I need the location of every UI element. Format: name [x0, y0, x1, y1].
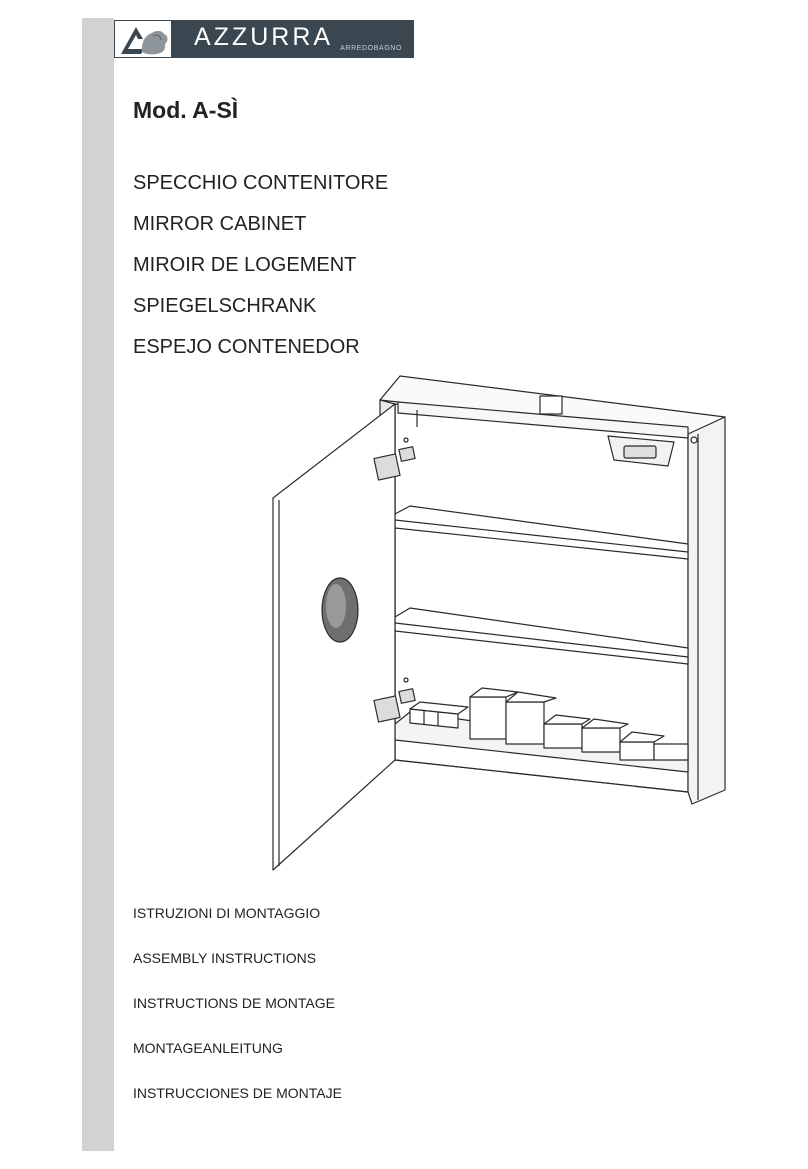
- title-en: MIRROR CABINET: [133, 213, 307, 235]
- instructions-fr: INSTRUCTIONS DE MONTAGE: [133, 995, 335, 1011]
- logo-mark-icon: [114, 20, 172, 58]
- product-titles: SPECCHIO CONTENITORE MIRROR CABINET MIRO…: [133, 168, 388, 373]
- brand-logo: AZZURRA ARREDOBAGNO: [114, 20, 414, 58]
- logo-band: AZZURRA ARREDOBAGNO: [172, 20, 414, 58]
- assembly-instructions: ISTRUZIONI DI MONTAGGIO ASSEMBLY INSTRUC…: [133, 903, 342, 1128]
- model-title: Mod. A-SÌ: [133, 97, 239, 123]
- instructions-en: ASSEMBLY INSTRUCTIONS: [133, 950, 317, 966]
- mirror-cabinet-illustration: [272, 375, 726, 871]
- title-fr: MIROIR DE LOGEMENT: [133, 254, 357, 276]
- side-bar: [82, 18, 114, 1151]
- brand-tagline: ARREDOBAGNO: [340, 45, 402, 52]
- instructions-es: INSTRUCCIONES DE MONTAJE: [133, 1085, 342, 1101]
- brand-name: AZZURRA: [194, 23, 334, 51]
- title-es: ESPEJO CONTENEDOR: [133, 336, 360, 358]
- instructions-it: ISTRUZIONI DI MONTAGGIO: [133, 905, 321, 921]
- instructions-de: MONTAGEANLEITUNG: [133, 1040, 283, 1056]
- title-it: SPECCHIO CONTENITORE: [133, 172, 389, 194]
- title-de: SPIEGELSCHRANK: [133, 295, 317, 317]
